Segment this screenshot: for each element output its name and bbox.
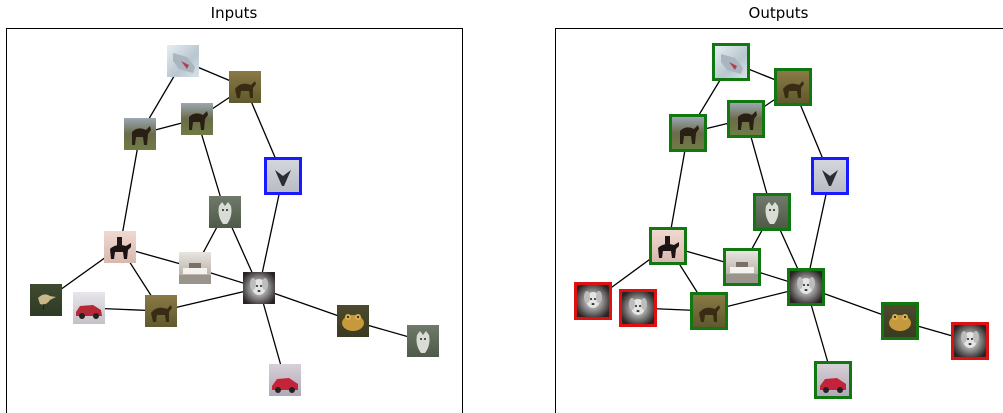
outputs-node-cat-right xyxy=(951,322,989,360)
outputs-node-car-bottom xyxy=(814,361,852,399)
inputs-thumbnail-bird xyxy=(30,284,62,316)
outputs-thumbnail-cat xyxy=(756,196,788,228)
outputs-thumbnail-airplane xyxy=(814,160,846,192)
inputs-node-cat xyxy=(209,196,241,228)
outputs-nodes xyxy=(574,43,989,399)
inputs-thumbnail-frog xyxy=(337,305,369,337)
outputs-node-ship xyxy=(723,248,761,286)
outputs-thumbnail-truck xyxy=(715,46,747,78)
outputs-border-horse-left xyxy=(669,114,707,152)
inputs-thumbnail-horse-center xyxy=(181,103,213,135)
inputs-node-horse-left xyxy=(124,118,156,150)
outputs-border-ship xyxy=(723,248,761,286)
outputs-border-bird xyxy=(574,282,612,320)
inputs-thumbnail-horse-left xyxy=(124,118,156,150)
outputs-border-deer-bottom xyxy=(690,292,728,330)
inputs-node-deer-bottom xyxy=(145,295,177,327)
inputs-thumbnail-airplane xyxy=(267,160,299,192)
inputs-thumbnail-car-left xyxy=(73,292,105,324)
outputs-node-frog xyxy=(881,302,919,340)
outputs-border-frog xyxy=(881,302,919,340)
outputs-border-airplane xyxy=(811,157,849,195)
inputs-node-frog xyxy=(337,305,369,337)
outputs-thumbnail-horse-center xyxy=(730,103,762,135)
inputs-node-bird xyxy=(30,284,62,316)
inputs-node-cat-right xyxy=(407,325,439,357)
outputs-panel-frame xyxy=(555,28,1003,413)
outputs-thumbnail-horse-left xyxy=(672,117,704,149)
inputs-thumbnail-ship xyxy=(179,252,211,284)
inputs-node-truck xyxy=(167,45,199,77)
inputs-thumbnail-cat-right xyxy=(407,325,439,357)
inputs-border-airplane xyxy=(264,157,302,195)
outputs-thumbnail-car-bottom xyxy=(817,364,849,396)
inputs-nodes xyxy=(30,45,439,396)
inputs-node-car-bottom xyxy=(269,364,301,396)
outputs-border-deer-top xyxy=(774,68,812,106)
outputs-thumbnail-deer-top xyxy=(777,71,809,103)
outputs-border-horse-rider xyxy=(649,227,687,265)
outputs-node-horse-rider xyxy=(649,227,687,265)
outputs-border-cat xyxy=(753,193,791,231)
inputs-node-deer-top xyxy=(229,71,261,103)
outputs-thumbnail-frog xyxy=(884,305,916,337)
outputs-border-car-bottom xyxy=(814,361,852,399)
inputs-node-horse-center xyxy=(181,103,213,135)
inputs-edge-deer-bottom-dog-hub xyxy=(160,287,260,312)
outputs-border-dog-hub xyxy=(787,268,825,306)
outputs-panel-title: Outputs xyxy=(748,4,809,22)
inputs-thumbnail-truck xyxy=(167,45,199,77)
inputs-thumbnail-cat xyxy=(209,196,241,228)
outputs-node-cat xyxy=(753,193,791,231)
inputs-edge-horse-left-horse-rider xyxy=(119,133,141,248)
inputs-node-ship xyxy=(179,252,211,284)
outputs-border-car-left xyxy=(619,289,657,327)
outputs-thumbnail-deer-bottom xyxy=(693,295,725,327)
inputs-thumbnail-deer-top xyxy=(229,71,261,103)
outputs-thumbnail-dog-hub xyxy=(790,271,822,303)
outputs-node-horse-center xyxy=(727,100,765,138)
outputs-node-bird xyxy=(574,282,612,320)
inputs-panel-title: Inputs xyxy=(210,4,258,22)
outputs-border-horse-center xyxy=(727,100,765,138)
inputs-node-car-left xyxy=(73,292,105,324)
outputs-node-dog-hub xyxy=(787,268,825,306)
outputs-thumbnail-ship xyxy=(726,251,758,283)
outputs-border-cat-right xyxy=(951,322,989,360)
outputs-thumbnail-bird xyxy=(577,285,609,317)
outputs-node-deer-bottom xyxy=(690,292,728,330)
inputs-thumbnail-dog-hub xyxy=(243,272,275,304)
outputs-thumbnail-horse-rider xyxy=(652,230,684,262)
inputs-thumbnail-deer-bottom xyxy=(145,295,177,327)
inputs-thumbnail-car-bottom xyxy=(269,364,301,396)
inputs-panel-frame xyxy=(6,28,463,413)
outputs-thumbnail-cat-right xyxy=(954,325,986,357)
outputs-node-car-left xyxy=(619,289,657,327)
inputs-node-dog-hub xyxy=(243,272,275,304)
inputs-node-horse-rider xyxy=(104,231,136,263)
outputs-node-deer-top xyxy=(774,68,812,106)
outputs-node-airplane xyxy=(811,157,849,195)
outputs-border-truck xyxy=(712,43,750,81)
outputs-node-horse-left xyxy=(669,114,707,152)
outputs-node-truck xyxy=(712,43,750,81)
inputs-thumbnail-horse-rider xyxy=(104,231,136,263)
inputs-node-airplane xyxy=(264,157,302,195)
outputs-thumbnail-car-left xyxy=(622,292,654,324)
